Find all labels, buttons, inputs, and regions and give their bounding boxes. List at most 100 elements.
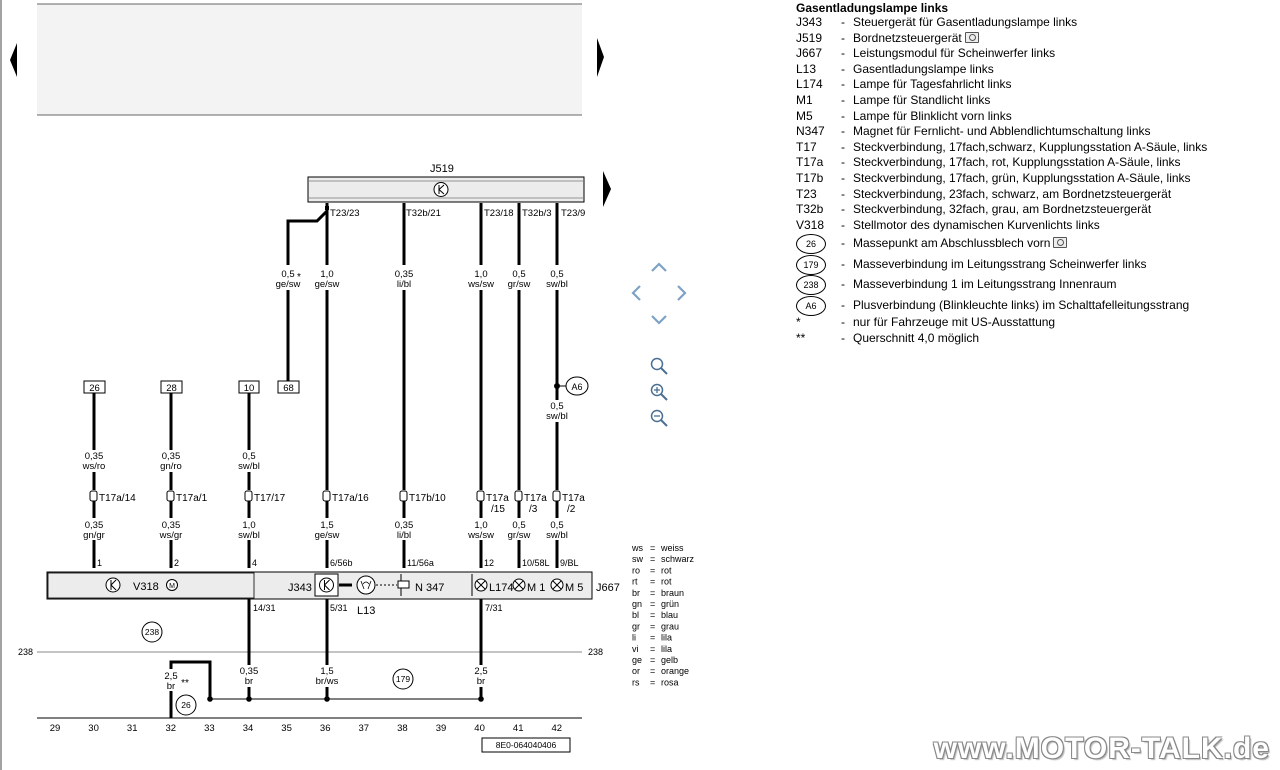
wire-ref-10-cs: 0,5 — [242, 451, 255, 462]
doc-number: 8E0-064040406 — [496, 740, 557, 750]
legend-dash: - — [841, 277, 845, 292]
pan-controls — [631, 262, 687, 325]
track-number: 36 — [320, 723, 331, 734]
legend-item: A6-Plusverbindung (Blinkleuchte links) i… — [796, 295, 1276, 316]
track-number: 29 — [50, 723, 61, 734]
pan-right-icon[interactable] — [677, 285, 687, 301]
lower-wire-3-color: br/ws — [316, 676, 339, 687]
legend-desc-text: Magnet für Fernlicht- und Abblendlichtum… — [853, 124, 1151, 139]
legend-code: V318 — [796, 217, 825, 232]
legend-desc: Stellmotor des dynamischen Kurvenlichts … — [853, 218, 1100, 234]
color-code: rt — [632, 577, 638, 587]
color-code-equals: = — [650, 565, 655, 575]
j667-lower-pins: 14/31 5/31 7/31 — [253, 603, 503, 613]
legend-code: ** — [796, 330, 806, 345]
legend-desc-text: Plusverbindung (Blinkleuchte links) im S… — [853, 297, 1190, 312]
legend-desc: Bordnetzsteuergerät — [853, 31, 979, 47]
legend-dash: - — [841, 15, 845, 29]
legend-desc-text: Steckverbindung, 32fach, grau, am Bordne… — [853, 202, 1152, 217]
legend-code: T17a — [796, 155, 824, 170]
lower-wire-2-color: br — [245, 676, 253, 687]
conn-t17a-2-icon — [552, 490, 561, 502]
lower-wire-1-doublestar: ** — [181, 678, 189, 689]
color-code: ge — [632, 655, 642, 665]
color-code-equals: = — [650, 543, 655, 553]
legend-dash: - — [841, 256, 845, 271]
l13-lamp-icon — [356, 575, 376, 595]
color-code-equals: = — [650, 621, 655, 631]
lower-wire-3-cs: 1,5 — [320, 666, 333, 677]
legend-dash: - — [841, 155, 845, 170]
next-page-arrow-icon[interactable] — [597, 38, 604, 77]
connector-row: T17a/14 T17a/1 T17/17 T17a/16 T17b/10 T1… — [89, 490, 585, 515]
color-code-equals: = — [650, 610, 655, 620]
color-code: gr — [632, 621, 640, 631]
ref-boxes — [83, 380, 300, 394]
legend-code: L13 — [796, 61, 817, 76]
a6-wire-cs: 0,5 — [550, 401, 563, 412]
wire-t17a-15-color: ws/sw — [467, 279, 494, 290]
svg-text:M: M — [169, 583, 175, 590]
ref-box-68[interactable] — [277, 380, 300, 394]
upper-wire-labels: 0,5 ge/sw * 1,0 ge/sw 0,35 li/bl 1,0 ws/… — [274, 265, 570, 290]
l174-lamp-icon — [474, 578, 488, 592]
pan-left-icon[interactable] — [631, 285, 641, 301]
color-name: grün — [661, 599, 679, 609]
camera-icon[interactable] — [1053, 237, 1068, 249]
mid-wire-3-cs: 1,0 — [242, 520, 255, 531]
pin-10-58l: 10/58L — [522, 558, 550, 568]
camera-icon[interactable] — [964, 31, 979, 43]
zoom-fit-icon[interactable] — [650, 357, 668, 375]
legend-item: J519-Bordnetzsteuergerät — [796, 31, 1276, 47]
wire-t17a-16-color: ge/sw — [315, 279, 340, 290]
legend-dash: - — [841, 315, 845, 330]
legend-panel: Gasentladungslampe links J343-Steuergerä… — [796, 0, 1276, 347]
ground-179-circle-label: 179 — [396, 674, 410, 684]
pan-up-icon[interactable] — [651, 262, 667, 272]
continue-arrow-icon[interactable] — [603, 171, 611, 207]
track-number: 35 — [281, 723, 292, 734]
legend-item: 179-Masseverbindung im Leitungsstrang Sc… — [796, 254, 1276, 275]
legend-code: * — [796, 315, 801, 330]
color-name: rot — [661, 565, 672, 575]
wire-ref-26-color: ws/ro — [82, 461, 106, 472]
track-number: 39 — [436, 723, 447, 734]
conn-t17b-10-icon — [399, 490, 408, 502]
legend-desc-text: Massepunkt am Abschlussblech vorn — [853, 236, 1051, 251]
legend-item: L174-Lampe für Tagesfahrlicht links — [796, 77, 1276, 93]
color-name: lila — [661, 644, 672, 654]
prev-page-arrow-icon[interactable] — [10, 43, 17, 77]
pin-4: 4 — [252, 558, 257, 568]
track-number: 34 — [243, 723, 254, 734]
mid-wire-5-cs: 0,35 — [395, 520, 414, 531]
track-number: 30 — [88, 723, 99, 734]
color-code: br — [632, 588, 640, 598]
m1-label: M 1 — [527, 582, 545, 594]
legend-circle-code: 26 — [796, 234, 826, 255]
zoom-in-icon[interactable] — [650, 383, 668, 401]
upper-wires — [286, 203, 559, 490]
ground-179-circle — [392, 668, 414, 690]
lower-wire-labels: 2,5 br ** 0,35 br 1,5 br/ws 2,5 br — [160, 665, 494, 692]
pin-12: 12 — [484, 558, 494, 568]
track-number: 32 — [166, 723, 177, 734]
legend-item: T17a -Steckverbindung, 17fach, rot, Kuppl… — [796, 155, 1276, 171]
legend-desc-text: Querschnitt 4,0 möglich — [853, 330, 980, 345]
j667-label: J667 — [596, 582, 620, 594]
legend-desc: Steckverbindung, 17fach, rot, Kupplungss… — [853, 155, 1181, 171]
pan-down-icon[interactable] — [651, 315, 667, 325]
legend-dash: - — [841, 77, 845, 92]
conn-t17a-16-label: T17a/16 — [332, 493, 369, 504]
conn-t17a-3-sub: /3 — [529, 504, 538, 515]
color-code: sw — [632, 554, 644, 564]
legend-circle-code: 179 — [796, 254, 826, 275]
pin-t23-18: T23/18 — [484, 208, 514, 219]
wire-t17a-2-cs: 0,5 — [550, 269, 563, 280]
zoom-out-icon[interactable] — [650, 409, 668, 427]
legend-desc-text: nur für Fahrzeuge mit US-Ausstattung — [853, 315, 1056, 330]
pin-t32b-21: T32b/21 — [406, 208, 441, 219]
pin-1: 1 — [97, 558, 102, 568]
pin-t23-23: T23/23 — [330, 208, 360, 219]
color-code-equals: = — [650, 677, 655, 687]
legend-item: N347-Magnet für Fernlicht- und Abblendli… — [796, 124, 1276, 140]
